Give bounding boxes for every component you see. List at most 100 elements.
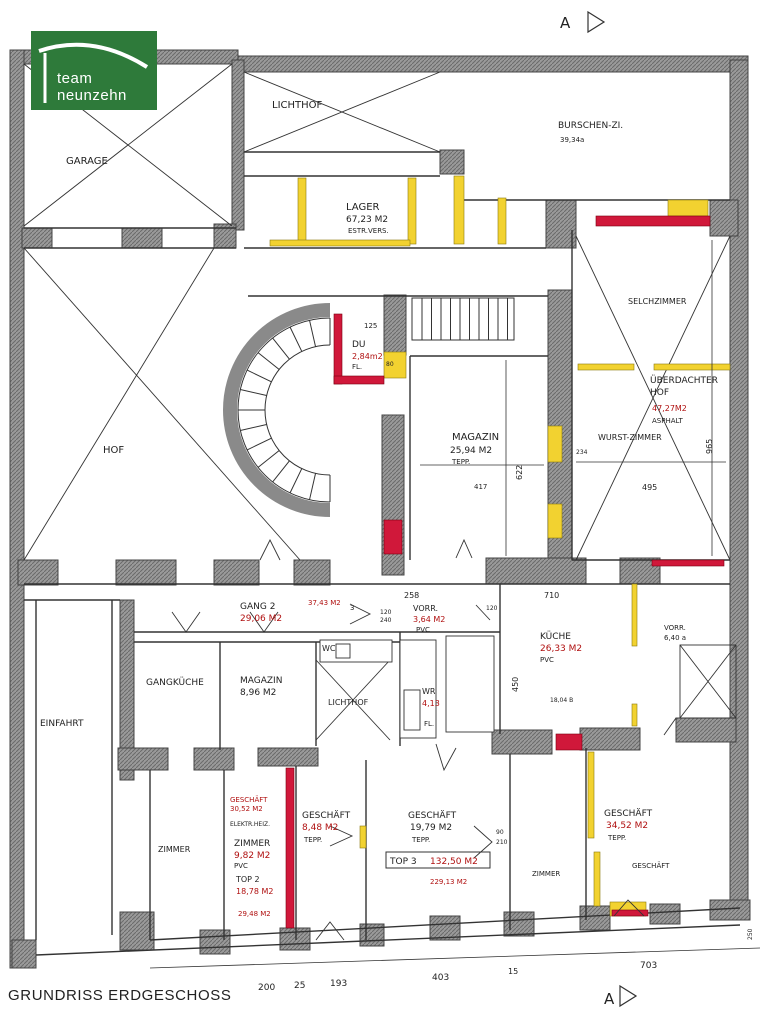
dim-193: 193 — [330, 979, 347, 989]
logo-text-neunzehn: neunzehn — [57, 87, 127, 104]
dim-965: 965 — [705, 439, 714, 454]
label-kueche: KÜCHE — [540, 631, 571, 642]
label-du-area: 2,84m2 — [352, 352, 383, 361]
label-kueche-small: 18,04 B — [550, 697, 573, 704]
sanitary-block — [319, 635, 495, 739]
label-vorr-floor: PVC — [416, 626, 430, 634]
label-wr-area: 4,13 — [422, 699, 440, 708]
stair-tread — [240, 423, 267, 431]
dim-710: 710 — [544, 591, 559, 600]
label-geschaeft-1-floor: TEPP. — [303, 836, 322, 844]
label-geschaeft-3: GESCHÄFT — [604, 808, 653, 819]
outer-walls — [9, 49, 749, 969]
logo-text-team: team — [57, 70, 93, 87]
section-label-top: A — [560, 14, 571, 32]
dim-15: 15 — [508, 967, 518, 976]
dim-90: 90 — [496, 829, 504, 836]
label-zimmer-2-floor: PVC — [234, 862, 248, 870]
interior-walls — [11, 149, 751, 969]
label-top-3-small: 229,13 M2 — [430, 878, 467, 886]
label-ueberdachter-hof: HOF — [650, 388, 669, 398]
label-zimmer-3: ZIMMER — [532, 870, 560, 878]
team-neunzehn-logo: team neunzehn — [31, 31, 157, 110]
label-einfahrt: EINFAHRT — [40, 719, 84, 729]
dim-622: 622 — [515, 465, 524, 480]
label-wr: WR — [422, 687, 436, 696]
label-zimmer-1: ZIMMER — [158, 845, 191, 854]
dim-403: 403 — [432, 973, 449, 983]
label-geschaeft-1-area: 8,48 M2 — [302, 823, 338, 833]
logo-roof-icon — [38, 42, 149, 103]
label-magazin-2: MAGAZIN — [240, 676, 282, 686]
dim-200: 200 — [258, 983, 275, 993]
label-burschen: BURSCHEN-ZI. — [558, 121, 623, 131]
skylight-diagonals — [23, 63, 737, 741]
straight-staircase — [411, 297, 515, 341]
dim-240: 240 — [380, 617, 392, 624]
label-garage: GARAGE — [66, 156, 108, 167]
label-wr-floor: FL. — [424, 720, 434, 728]
label-vorr-2: VORR. — [664, 624, 686, 632]
label-geschaeft-3-floor: TEPP. — [607, 834, 626, 842]
label-lichthof-1: LICHTHOF — [272, 100, 323, 111]
label-vorr-area: 3,64 M2 — [413, 615, 445, 624]
dim-258: 258 — [404, 591, 419, 600]
label-lichthof-2: LICHTHOF — [328, 698, 369, 707]
label-gangkueche: GANGKÜCHE — [146, 677, 204, 688]
top-3-box — [385, 851, 491, 869]
dim-120-a: 120 — [380, 609, 392, 616]
label-magazin-2-area: 8,96 M2 — [240, 688, 276, 698]
dim-3: 3 — [350, 604, 354, 612]
label-magazin-1: MAGAZIN — [452, 432, 499, 443]
red-partitions — [285, 215, 725, 929]
label-top-2-small: 29,48 M2 — [238, 910, 271, 918]
label-magazin-1-floor: TEPP. — [451, 458, 470, 466]
label-zimmer-2-area: 9,82 M2 — [234, 851, 270, 861]
label-lager-floor: ESTR.VERS. — [348, 227, 389, 235]
label-geschaeft-2: GESCHÄFT — [408, 810, 457, 821]
label-vorr-2-area: 6,40 a — [664, 634, 686, 642]
label-lager-area: 67,23 M2 — [346, 215, 388, 225]
label-geschaeft-3-area: 34,52 M2 — [606, 821, 648, 831]
stair-tread — [289, 326, 303, 352]
label-du-floor: FL. — [352, 363, 362, 371]
label-ueberdachter: ÜBERDACHTER — [650, 375, 718, 386]
section-label-bottom: A — [604, 990, 615, 1008]
stair-tread — [289, 468, 303, 494]
stair-tread — [272, 460, 290, 483]
section-marks — [587, 10, 638, 1008]
label-selchzimmer: SELCHZIMMER — [628, 297, 687, 306]
label-elektroheiz: ELEKTR.HEIZ. — [230, 821, 270, 828]
stair-tread — [246, 437, 272, 451]
dimension-labels: 417 622 495 965 258 710 450 120 240 120 … — [258, 322, 754, 993]
dimension-lines — [149, 240, 761, 969]
stair-tread — [240, 389, 267, 397]
label-gang: GANG 2 — [240, 602, 275, 612]
label-geschaeft-2-area: 19,79 M2 — [410, 823, 452, 833]
label-zimmer-2: ZIMMER — [234, 839, 270, 849]
label-geschaeft-a-area: 30,52 M2 — [230, 805, 263, 813]
label-hof: HOF — [103, 445, 124, 456]
label-magazin-1-area: 25,94 M2 — [450, 446, 492, 456]
yellow-partitions — [269, 175, 731, 917]
label-gang-area: 29,06 M2 — [240, 614, 282, 624]
dim-417: 417 — [474, 483, 487, 491]
dim-234: 234 — [576, 449, 588, 456]
stair-tread — [246, 369, 272, 383]
label-wc: WC — [322, 644, 336, 653]
dim-250: 250 — [747, 928, 754, 940]
stair-tread — [272, 337, 290, 360]
label-kueche-area: 26,33 M2 — [540, 644, 582, 654]
label-top-2: TOP 2 — [235, 875, 260, 884]
spiral-staircase — [223, 303, 331, 517]
label-lager: LAGER — [346, 202, 380, 213]
label-du: DU — [352, 340, 366, 350]
dim-495: 495 — [642, 483, 657, 492]
door-swings — [171, 538, 677, 941]
label-gang-area-2: 37,43 M2 — [308, 599, 341, 607]
stair-tread — [309, 473, 317, 500]
plan-title: GRUNDRISS ERDGESCHOSS — [8, 987, 232, 1004]
label-kueche-floor: PVC — [540, 656, 554, 664]
label-vorr: VORR. — [413, 604, 438, 613]
